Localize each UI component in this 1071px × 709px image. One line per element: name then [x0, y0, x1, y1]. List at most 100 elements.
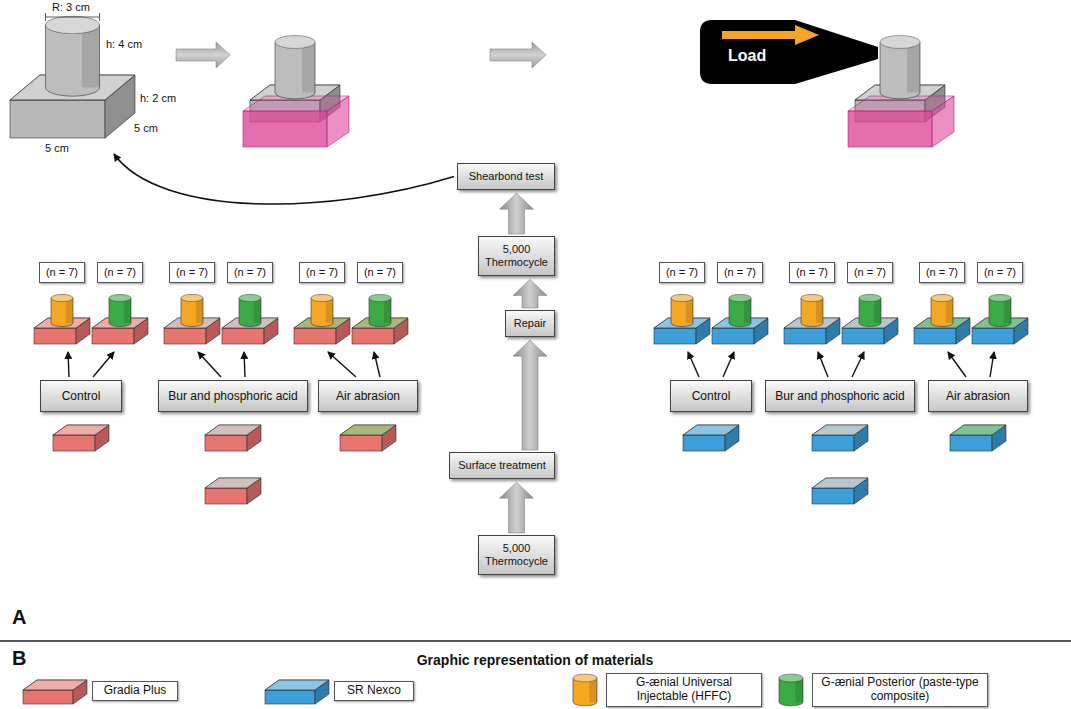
cylinder-top — [729, 294, 751, 301]
node-text: (n = 7) — [104, 266, 136, 278]
sample-size-box: (n = 7) — [97, 262, 143, 283]
specimen — [352, 294, 408, 344]
treatment-arrow — [374, 352, 380, 377]
block-front — [842, 328, 884, 344]
process-arrow — [500, 482, 534, 533]
sample-size-box: (n = 7) — [977, 262, 1023, 283]
cylinder-top — [109, 294, 131, 301]
node-text: (n = 7) — [46, 266, 78, 278]
panel-label: B — [12, 647, 26, 670]
cylinder-shade — [816, 298, 823, 323]
return-arrow — [114, 154, 454, 204]
legend-cylinder — [779, 674, 803, 706]
cylinder-top — [181, 294, 203, 301]
specimen — [294, 294, 350, 344]
treatment-arrow — [990, 352, 994, 377]
cylinder-shade — [82, 25, 100, 88]
node-text: 5,000 Thermocycle — [485, 243, 548, 268]
cylinder-shade — [686, 298, 693, 323]
sample-size-box: (n = 7) — [717, 262, 763, 283]
process-arrow — [176, 42, 230, 68]
specimen — [842, 294, 898, 344]
cylinder-body — [275, 42, 315, 99]
cylinder-body — [51, 298, 73, 327]
treatment-arrow — [244, 352, 245, 377]
cylinder-top-light — [729, 294, 751, 301]
block-front — [92, 328, 134, 344]
cylinder-body — [859, 298, 881, 327]
treatment-box: Air abrasion — [318, 380, 418, 412]
repair-cylinder — [46, 16, 100, 96]
block-top-surface — [950, 425, 1006, 435]
block-top-surface — [340, 425, 396, 435]
sample-size-box: (n = 7) — [227, 262, 273, 283]
cylinder-shade — [326, 298, 333, 323]
node-text: Air abrasion — [946, 389, 1010, 403]
node-text: (n = 7) — [854, 266, 886, 278]
cylinder-body — [880, 42, 920, 99]
treatment-box: Bur and phosphoric acid — [765, 380, 915, 412]
cylinder-shade — [302, 42, 315, 93]
load-arrow-shaft — [722, 31, 796, 39]
block-top-surface — [23, 680, 87, 690]
cylinder-top-light — [275, 36, 315, 49]
cylinder-body — [573, 678, 597, 706]
cylinder-body — [311, 298, 333, 327]
untreated-block — [53, 425, 109, 451]
cylinder-shade — [946, 298, 953, 323]
cylinder-top-light — [46, 16, 100, 33]
node-text: Surface treatment — [458, 459, 545, 471]
cylinder-top — [46, 16, 100, 33]
cylinder-top — [311, 294, 333, 301]
specimen — [164, 294, 220, 344]
block-top-surface — [812, 425, 868, 435]
untreated-block — [340, 425, 396, 451]
cylinder-top-light — [369, 294, 391, 301]
node-text: Air abrasion — [336, 389, 400, 403]
treatment-box: Control — [670, 380, 752, 412]
dimension-label: h: 4 cm — [106, 38, 142, 50]
dimension-label: 5 cm — [134, 122, 158, 134]
untreated-block — [683, 425, 739, 451]
specimen — [34, 294, 90, 344]
legend-swatch — [776, 672, 806, 708]
mount-front — [243, 111, 327, 147]
block-top — [812, 478, 868, 488]
cylinder-top — [859, 294, 881, 301]
block-front — [654, 328, 696, 344]
node-text: (n = 7) — [926, 266, 958, 278]
block-front — [784, 328, 826, 344]
legend-block — [23, 680, 87, 704]
cylinder-top-light — [931, 294, 953, 301]
block-front — [222, 328, 264, 344]
legend-text: SR Nexco — [334, 681, 414, 701]
cylinder-top — [931, 294, 953, 301]
block-top-surface — [265, 680, 329, 690]
sample-size-box: (n = 7) — [39, 262, 85, 283]
untreated-block — [812, 425, 868, 451]
acrylic-mount — [243, 96, 349, 147]
repair-cylinder — [275, 36, 315, 99]
cylinder-top — [275, 36, 315, 49]
cylinder-shade — [66, 298, 73, 323]
repair-cylinder — [729, 294, 751, 326]
treatment-arrow — [948, 352, 966, 377]
block-top — [950, 425, 1006, 435]
specimen — [972, 294, 1028, 344]
node-text: (n = 7) — [364, 266, 396, 278]
legend-text: G-ænial Universal Injectable (HFFC) — [606, 673, 762, 707]
cylinder-top-light — [181, 294, 203, 301]
block-front — [205, 435, 247, 451]
cylinder-body — [931, 298, 953, 327]
block-front — [972, 328, 1014, 344]
repair-cylinder — [859, 294, 881, 326]
specimen — [654, 294, 710, 344]
node-text: Shearbond test — [469, 170, 544, 182]
block-front — [164, 328, 206, 344]
cylinder-shade — [124, 298, 131, 323]
legend-swatch — [264, 678, 330, 708]
untreated-block — [205, 478, 261, 504]
block-top — [340, 425, 396, 435]
block-front — [340, 435, 382, 451]
dimension-label: 5 cm — [45, 142, 69, 154]
